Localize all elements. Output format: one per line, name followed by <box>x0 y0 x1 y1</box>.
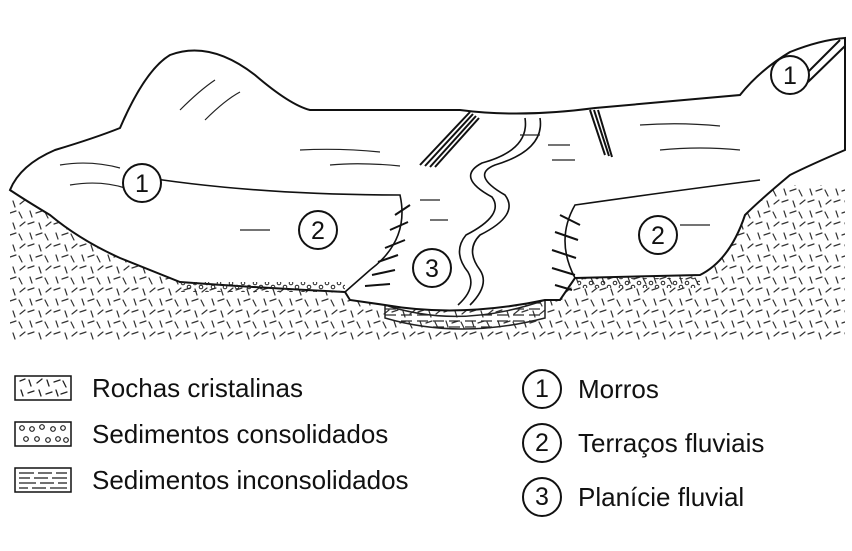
svg-text:1: 1 <box>783 62 797 90</box>
legend-item-morros: 1 Morros <box>522 362 764 416</box>
crystalline-rock-swatch-icon <box>14 375 72 401</box>
right-consolidated-sediment-strip <box>578 278 700 288</box>
svg-text:2: 2 <box>311 217 325 245</box>
landform-cross-section-diagram: 1 1 2 2 3 <box>8 36 846 345</box>
svg-text:1: 1 <box>135 170 149 198</box>
svg-text:2: 2 <box>651 222 665 250</box>
number-badge: 2 <box>522 423 562 463</box>
right-terrace-surface <box>564 179 761 279</box>
left-consolidated-sediment-strip <box>180 282 345 292</box>
marker-morros-right: 1 <box>770 55 810 95</box>
unconsolidated-sediment-swatch-icon <box>14 467 72 493</box>
marker-planicie: 3 <box>412 248 452 288</box>
legend-item-sedimentos-consolidados: Sedimentos consolidados <box>14 411 409 457</box>
legend-label: Sedimentos inconsolidados <box>92 465 409 495</box>
legend-item-terracos-fluviais: 2 Terraços fluviais <box>522 416 764 470</box>
svg-text:3: 3 <box>425 255 439 283</box>
landform-legend: 1 Morros 2 Terraços fluviais 3 Planície … <box>522 362 764 524</box>
legend-label: Terraços fluviais <box>578 428 765 458</box>
landscape-surface <box>8 36 846 312</box>
left-terrace-surface <box>129 174 403 293</box>
unconsolidated-sediment-lens <box>384 298 546 330</box>
legend-label: Rochas cristalinas <box>92 373 303 403</box>
legend-label: Sedimentos consolidados <box>92 419 389 449</box>
legend-label: Morros <box>578 374 659 404</box>
terrain-sketch-lines <box>59 79 741 231</box>
material-legend: Rochas cristalinas Sedimentos consolidad… <box>14 365 409 503</box>
legend-label: Planície fluvial <box>578 482 745 512</box>
number-badge: 1 <box>522 369 562 409</box>
river-channel <box>469 117 542 306</box>
consolidated-sediment-swatch-icon <box>14 421 72 447</box>
marker-terraco-right: 2 <box>638 215 678 255</box>
legend-item-rochas-cristalinas: Rochas cristalinas <box>14 365 409 411</box>
legend-item-sedimentos-inconsolidados: Sedimentos inconsolidados <box>14 457 409 503</box>
number-badge: 3 <box>522 477 562 517</box>
legend-item-planicie-fluvial: 3 Planície fluvial <box>522 470 764 524</box>
marker-terraco-left: 2 <box>298 210 338 250</box>
marker-morros-left: 1 <box>122 163 162 203</box>
